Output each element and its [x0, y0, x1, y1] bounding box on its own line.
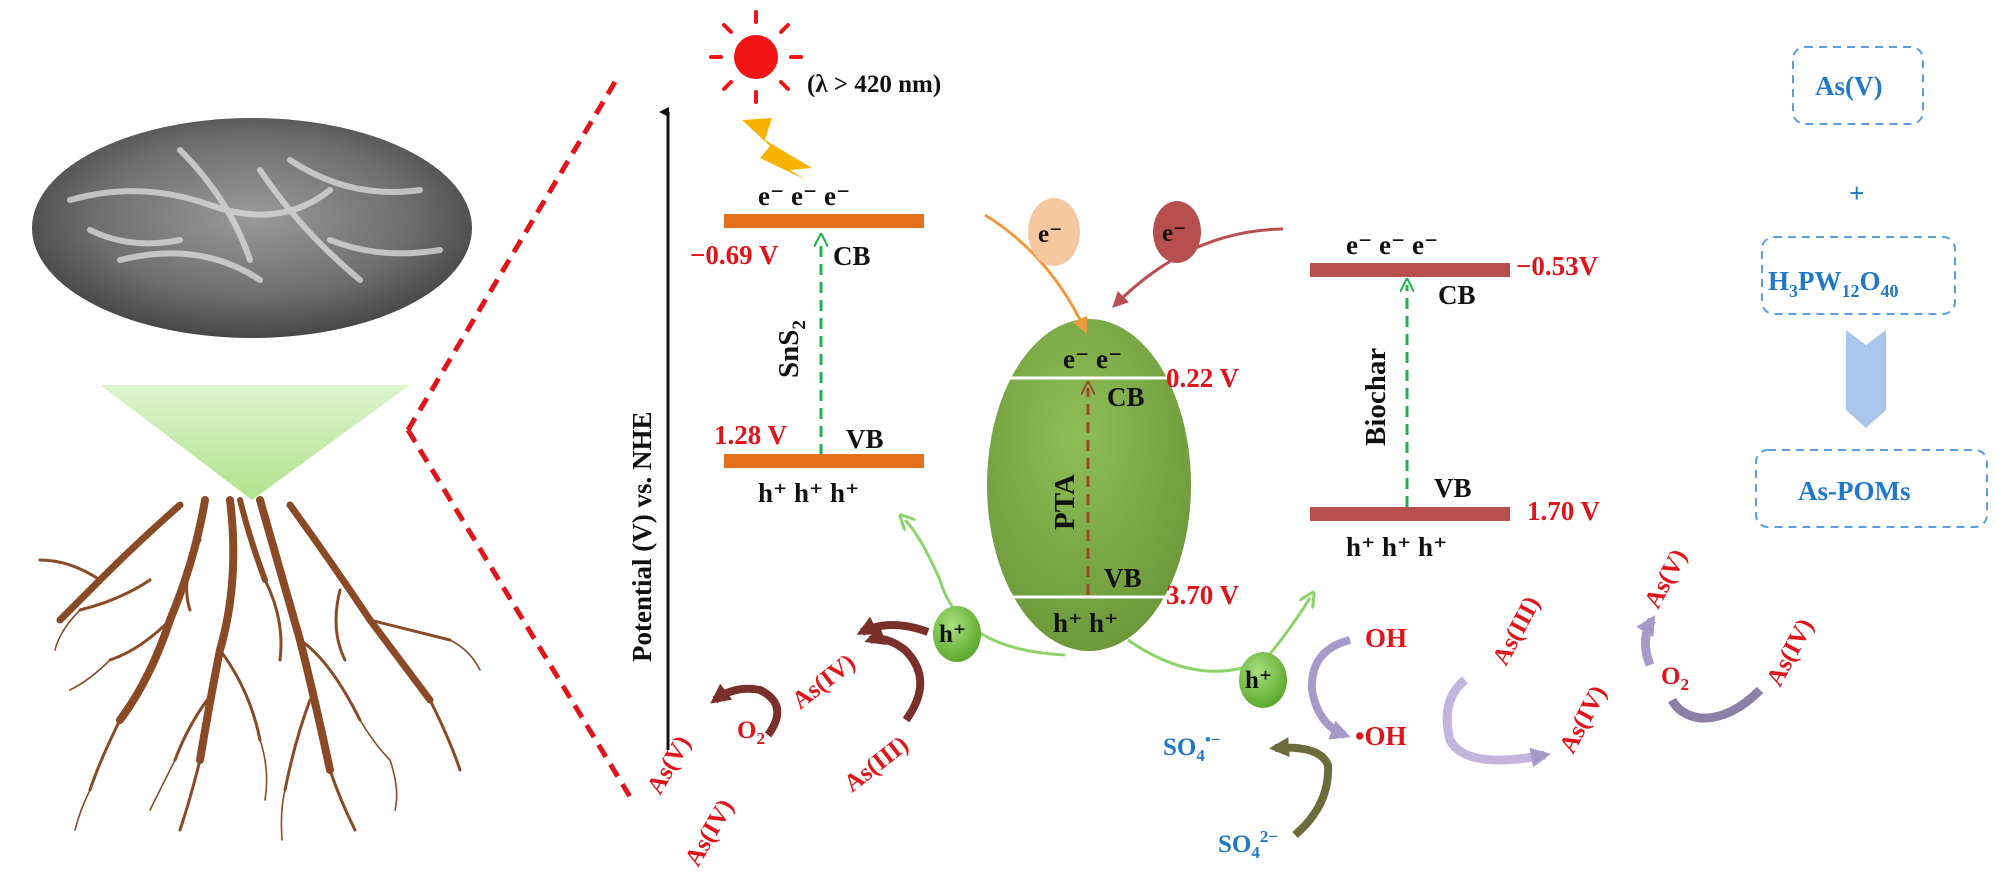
biochar-cb-band [1310, 263, 1510, 277]
right-oh: OH [1365, 623, 1407, 653]
lightning-icon [742, 118, 812, 180]
left-hole-bubble [933, 606, 981, 662]
left-as4-top: As(IV) [787, 649, 861, 715]
biochar-holes: h⁺ h⁺ h⁺ [1346, 532, 1447, 562]
sns2-vb-band [724, 454, 924, 468]
sns2-vb-potential: 1.28 V [714, 420, 788, 450]
sns2-cb-band [724, 214, 924, 228]
right-hole-label: h⁺ [1245, 667, 1272, 694]
biochar-vb-potential: 1.70 V [1527, 496, 1601, 526]
pta-label: PTA [1049, 474, 1081, 530]
potential-axis-label: Potential (V) vs. NHE [627, 412, 657, 662]
sun-icon [709, 10, 803, 104]
left-arsenic-cycle: h⁺ As(IV) As(III) O2 As(V) As(IV) [642, 606, 981, 871]
left-as5: As(V) [642, 731, 697, 799]
sns2-electrons: e⁻ e⁻ e⁻ [758, 181, 850, 211]
pta-vb-potential: 3.70 V [1166, 580, 1240, 610]
incoming-electron-orange-label: e⁻ [1038, 221, 1062, 248]
sns2-cb-potential: −0.69 V [690, 240, 779, 270]
incoming-electron-red-label: e⁻ [1162, 220, 1186, 247]
incoming-electron-red [1153, 201, 1201, 263]
pta-holes: h⁺ h⁺ [1053, 608, 1118, 638]
zoom-lines [405, 80, 635, 802]
biochar-cb-potential: −0.53V [1516, 251, 1599, 281]
left-arrow-hole-to-as4 [856, 616, 930, 636]
biochar-band-diagram: e⁻ e⁻ e⁻ −0.53V CB Biochar VB 1.70 V h⁺ … [1310, 230, 1601, 562]
incoming-electron-arrow-orange [984, 213, 1088, 334]
plus-sign: + [1849, 178, 1864, 208]
right-hole-bubble [1239, 652, 1287, 708]
as-poms-box [1755, 449, 1988, 528]
left-as3: As(III) [839, 731, 914, 798]
complex-formation: As(V) + H3PW12O40 As-POMs [1755, 46, 1988, 528]
right-oh-radical: •OH [1355, 721, 1406, 751]
sns2-cb-label: CB [833, 241, 871, 271]
right-arrow-as4r-to-o2 [1668, 686, 1764, 723]
biochar-electrons: e⁻ e⁻ e⁻ [1346, 230, 1438, 260]
right-so4-radical: SO4•− [1163, 730, 1221, 765]
as-poms-label: As-POMs [1798, 476, 1910, 506]
complex-arrow [1846, 330, 1886, 428]
pta-cb-label: CB [1107, 382, 1145, 412]
magnification-cone [100, 385, 410, 500]
right-arrow-as4-to-as5 [1636, 614, 1656, 667]
sns2-band-diagram: e⁻ e⁻ e⁻ −0.69 V CB SnS2 1.28 V VB h⁺ h⁺… [690, 181, 924, 508]
right-as4: As(IV) [1554, 681, 1612, 757]
root-system [38, 496, 481, 841]
sem-image [32, 118, 472, 338]
sns2-vb-label: VB [846, 424, 884, 454]
right-radical-cycle: h⁺ OH •OH SO4•− SO42− As(III) As(IV) O2 … [1163, 545, 1819, 862]
left-as4-bottom: As(IV) [680, 795, 739, 871]
biochar-vb-label: VB [1434, 473, 1472, 503]
right-arrow-so4-to-radical [1269, 737, 1333, 839]
as5-box-label: As(V) [1815, 71, 1883, 101]
pta-formula-box [1761, 236, 1956, 315]
pta-band-diagram: e⁻ e⁻ CB PTA VB h⁺ h⁺ 0.22 V 3.70 V e⁻ e… [984, 198, 1284, 651]
hole-transfer-arrow-left [905, 520, 1066, 657]
right-arrow-oh-to-radical [1307, 636, 1352, 740]
right-as3: As(III) [1487, 592, 1545, 670]
incoming-electron-orange [1028, 198, 1080, 266]
right-arrow-as3-to-as4 [1442, 676, 1551, 768]
right-o2: O2 [1661, 663, 1689, 694]
left-arrow-as3-to-as4 [864, 626, 925, 723]
biochar-label: Biochar [1360, 348, 1392, 446]
pta-vb-label: VB [1104, 563, 1142, 593]
right-so4: SO42− [1218, 827, 1278, 862]
pta-formula: H3PW12O40 [1768, 266, 1899, 301]
left-o2: O2 [737, 717, 765, 748]
biochar-vb-band [1310, 507, 1510, 521]
left-arrow-as4-to-as5 [710, 683, 782, 738]
pta-electrons: e⁻ e⁻ [1063, 344, 1122, 374]
sns2-holes: h⁺ h⁺ h⁺ [758, 478, 859, 508]
biochar-cb-label: CB [1438, 280, 1476, 310]
light-wavelength: (λ > 420 nm) [807, 71, 941, 98]
right-as4-right: As(IV) [1761, 614, 1819, 690]
left-hole-label: h⁺ [939, 621, 966, 648]
right-as5: As(V) [1639, 545, 1692, 613]
pta-cb-potential: 0.22 V [1166, 363, 1240, 393]
sns2-label: SnS2 [773, 320, 810, 378]
